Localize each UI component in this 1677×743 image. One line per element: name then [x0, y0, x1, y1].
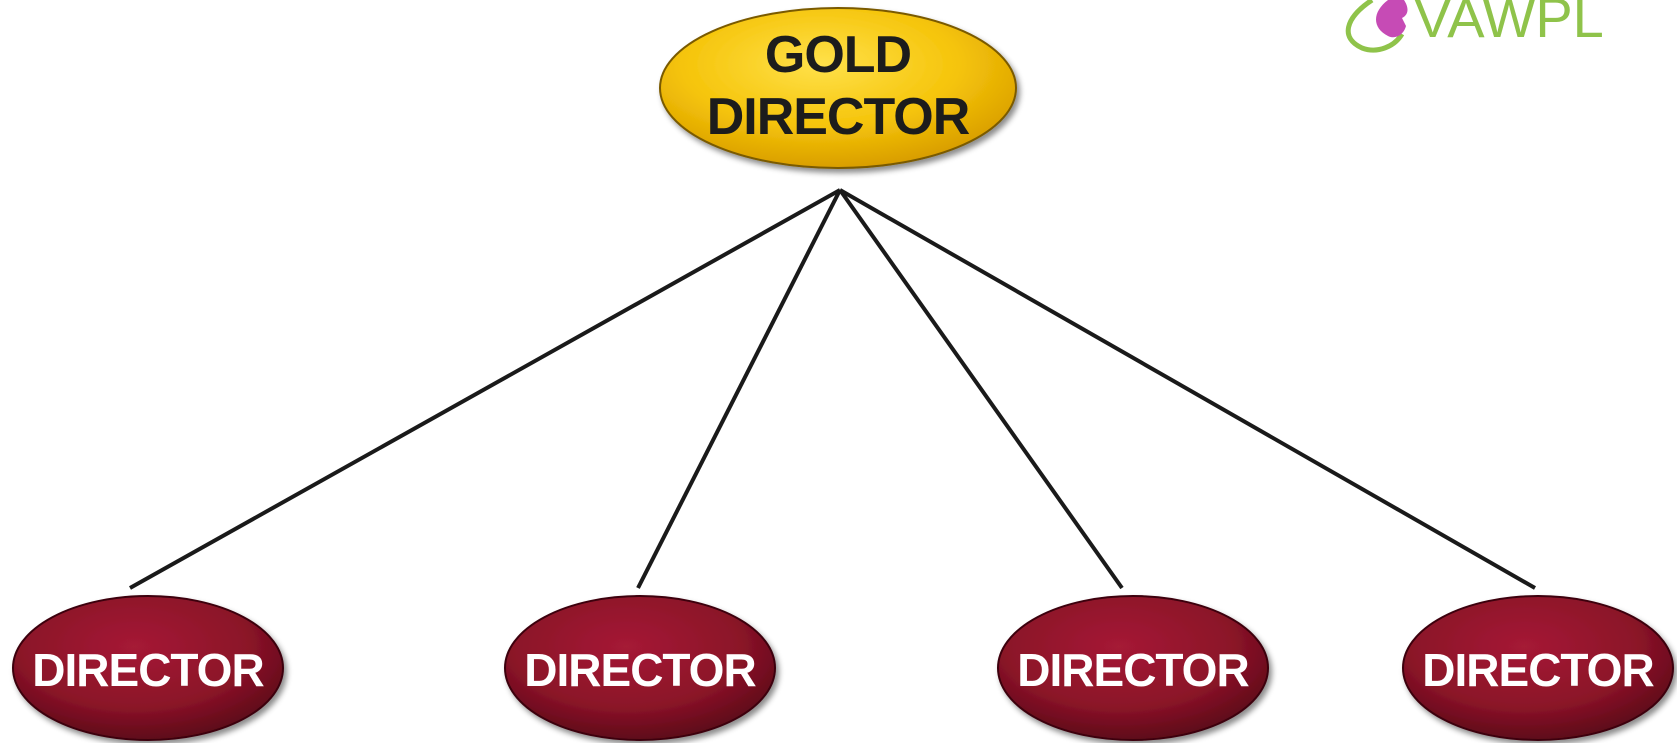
gold-director-ellipse [659, 7, 1017, 169]
connector-line-3 [838, 188, 1124, 590]
director-label: DIRECTOR [524, 644, 756, 696]
connector-line-4 [839, 188, 1536, 590]
leaf-face-logo-icon [1345, 0, 1408, 53]
director-ellipse [504, 595, 776, 741]
brand-logo-text: VAWPL [1414, 0, 1604, 49]
director-ellipse [1402, 595, 1674, 741]
director-ellipse [997, 595, 1269, 741]
director-node-4: DIRECTOR [1402, 595, 1674, 741]
director-label: DIRECTOR [1422, 644, 1654, 696]
gold-director-label-line2: DIRECTOR [707, 88, 970, 146]
director-node-2: DIRECTOR [504, 595, 776, 741]
director-label: DIRECTOR [1017, 644, 1249, 696]
gold-director-label-line1: GOLD [765, 26, 911, 84]
director-node-3: DIRECTOR [997, 595, 1269, 741]
brand-logo: VAWPL [1345, 0, 1604, 53]
gold-director-node: GOLD DIRECTOR [659, 7, 1017, 169]
director-node-1: DIRECTOR [12, 595, 284, 741]
connector-line-1 [129, 188, 841, 590]
connector-lines [129, 188, 1536, 590]
director-ellipse [12, 595, 284, 741]
connector-line-2 [636, 189, 842, 589]
director-label: DIRECTOR [32, 644, 264, 696]
